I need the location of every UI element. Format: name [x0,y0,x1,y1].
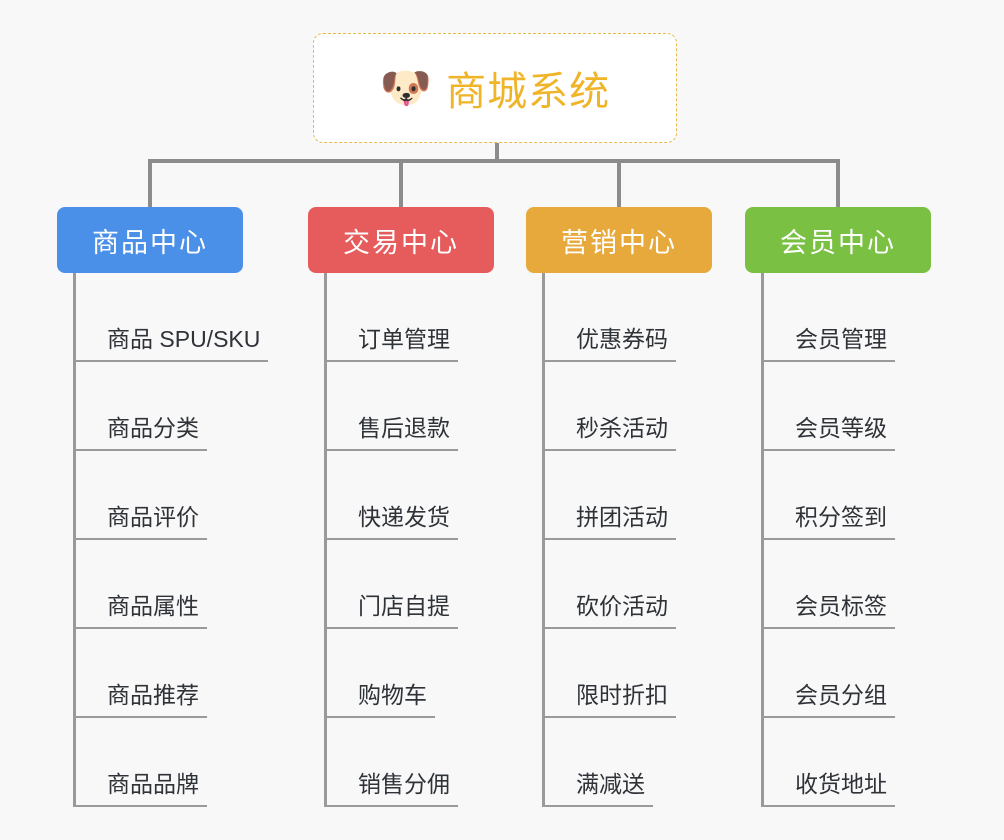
leaf-item-label: 砍价活动 [572,587,676,629]
root-node[interactable]: 🐶 商城系统 [313,33,677,143]
leaf-item-label: 积分签到 [791,498,895,540]
leaf-item-label: 会员管理 [791,320,895,362]
leaf-item-label: 商品品牌 [103,765,207,807]
leaf-item-label: 商品推荐 [103,676,207,718]
category-header-trade-center[interactable]: 交易中心 [308,207,494,273]
connector-drop-product-center [148,159,152,207]
column-product-center: 商品中心商品 SPU/SKU 商品分类商品评价商品属性商品推荐商品品牌 [57,207,269,807]
column-trade-center: 交易中心订单管理售后退款快递发货门店自提购物车销售分佣 [308,207,494,807]
leaf-item[interactable]: 限时折扣 [542,629,802,718]
leaf-item[interactable]: 秒杀活动 [542,362,802,451]
leaf-item[interactable]: 优惠券码 [542,273,802,362]
leaf-item-label: 商品属性 [103,587,207,629]
leaf-item[interactable]: 满减送 [542,718,802,807]
connector-drop-trade-center [399,159,403,207]
leaf-list-marketing-center: 优惠券码秒杀活动拼团活动砍价活动限时折扣满减送 [542,273,802,807]
connector-root-stem [495,143,499,163]
leaf-item-label: 满减送 [572,765,653,807]
leaf-item-label: 商品评价 [103,498,207,540]
leaf-item-label: 会员等级 [791,409,895,451]
leaf-item[interactable]: 积分签到 [761,451,1004,540]
connector-drop-marketing-center [617,159,621,207]
leaf-item-label: 秒杀活动 [572,409,676,451]
leaf-list-product-center: 商品 SPU/SKU 商品分类商品评价商品属性商品推荐商品品牌 [73,273,333,807]
connector-horizontal-bus [150,159,840,163]
column-marketing-center: 营销中心优惠券码秒杀活动拼团活动砍价活动限时折扣满减送 [526,207,712,807]
category-header-marketing-center[interactable]: 营销中心 [526,207,712,273]
leaf-item-label: 优惠券码 [572,320,676,362]
leaf-item[interactable]: 商品品牌 [73,718,333,807]
leaf-item-label: 会员标签 [791,587,895,629]
leaf-list-trade-center: 订单管理售后退款快递发货门店自提购物车销售分佣 [324,273,584,807]
leaf-item[interactable]: 商品推荐 [73,629,333,718]
category-header-product-center[interactable]: 商品中心 [57,207,243,273]
leaf-item-label: 销售分佣 [354,765,458,807]
leaf-item-label: 订单管理 [354,320,458,362]
leaf-item[interactable]: 商品分类 [73,362,333,451]
leaf-item[interactable]: 购物车 [324,629,584,718]
leaf-item-label: 售后退款 [354,409,458,451]
leaf-item[interactable]: 拼团活动 [542,451,802,540]
leaf-item[interactable]: 门店自提 [324,540,584,629]
trunk-line-product-center [73,273,76,807]
leaf-item[interactable]: 会员管理 [761,273,1004,362]
leaf-item[interactable]: 会员分组 [761,629,1004,718]
leaf-item[interactable]: 商品评价 [73,451,333,540]
leaf-item[interactable]: 砍价活动 [542,540,802,629]
root-title: 商城系统 [446,70,611,114]
leaf-item-label: 会员分组 [791,676,895,718]
category-header-member-center[interactable]: 会员中心 [745,207,931,273]
leaf-item[interactable]: 商品属性 [73,540,333,629]
leaf-item-label: 收货地址 [791,765,895,807]
trunk-line-member-center [761,273,764,807]
leaf-item-label: 商品分类 [103,409,207,451]
leaf-item[interactable]: 快递发货 [324,451,584,540]
leaf-item[interactable]: 会员标签 [761,540,1004,629]
leaf-item-label: 门店自提 [354,587,458,629]
leaf-item[interactable]: 商品 SPU/SKU [73,273,333,362]
leaf-item-label: 快递发货 [354,498,458,540]
dog-face-icon: 🐶 [379,64,433,111]
leaf-item-label: 限时折扣 [572,676,676,718]
leaf-item[interactable]: 订单管理 [324,273,584,362]
trunk-line-trade-center [324,273,327,807]
column-member-center: 会员中心会员管理会员等级积分签到会员标签会员分组收货地址 [745,207,931,807]
trunk-line-marketing-center [542,273,545,807]
leaf-item[interactable]: 销售分佣 [324,718,584,807]
leaf-item-label: 拼团活动 [572,498,676,540]
leaf-item[interactable]: 售后退款 [324,362,584,451]
connector-drop-member-center [836,159,840,207]
leaf-item-label: 购物车 [354,676,435,718]
leaf-item-label: 商品 SPU/SKU [103,320,269,362]
leaf-list-member-center: 会员管理会员等级积分签到会员标签会员分组收货地址 [761,273,1004,807]
leaf-item[interactable]: 会员等级 [761,362,1004,451]
leaf-item[interactable]: 收货地址 [761,718,1004,807]
